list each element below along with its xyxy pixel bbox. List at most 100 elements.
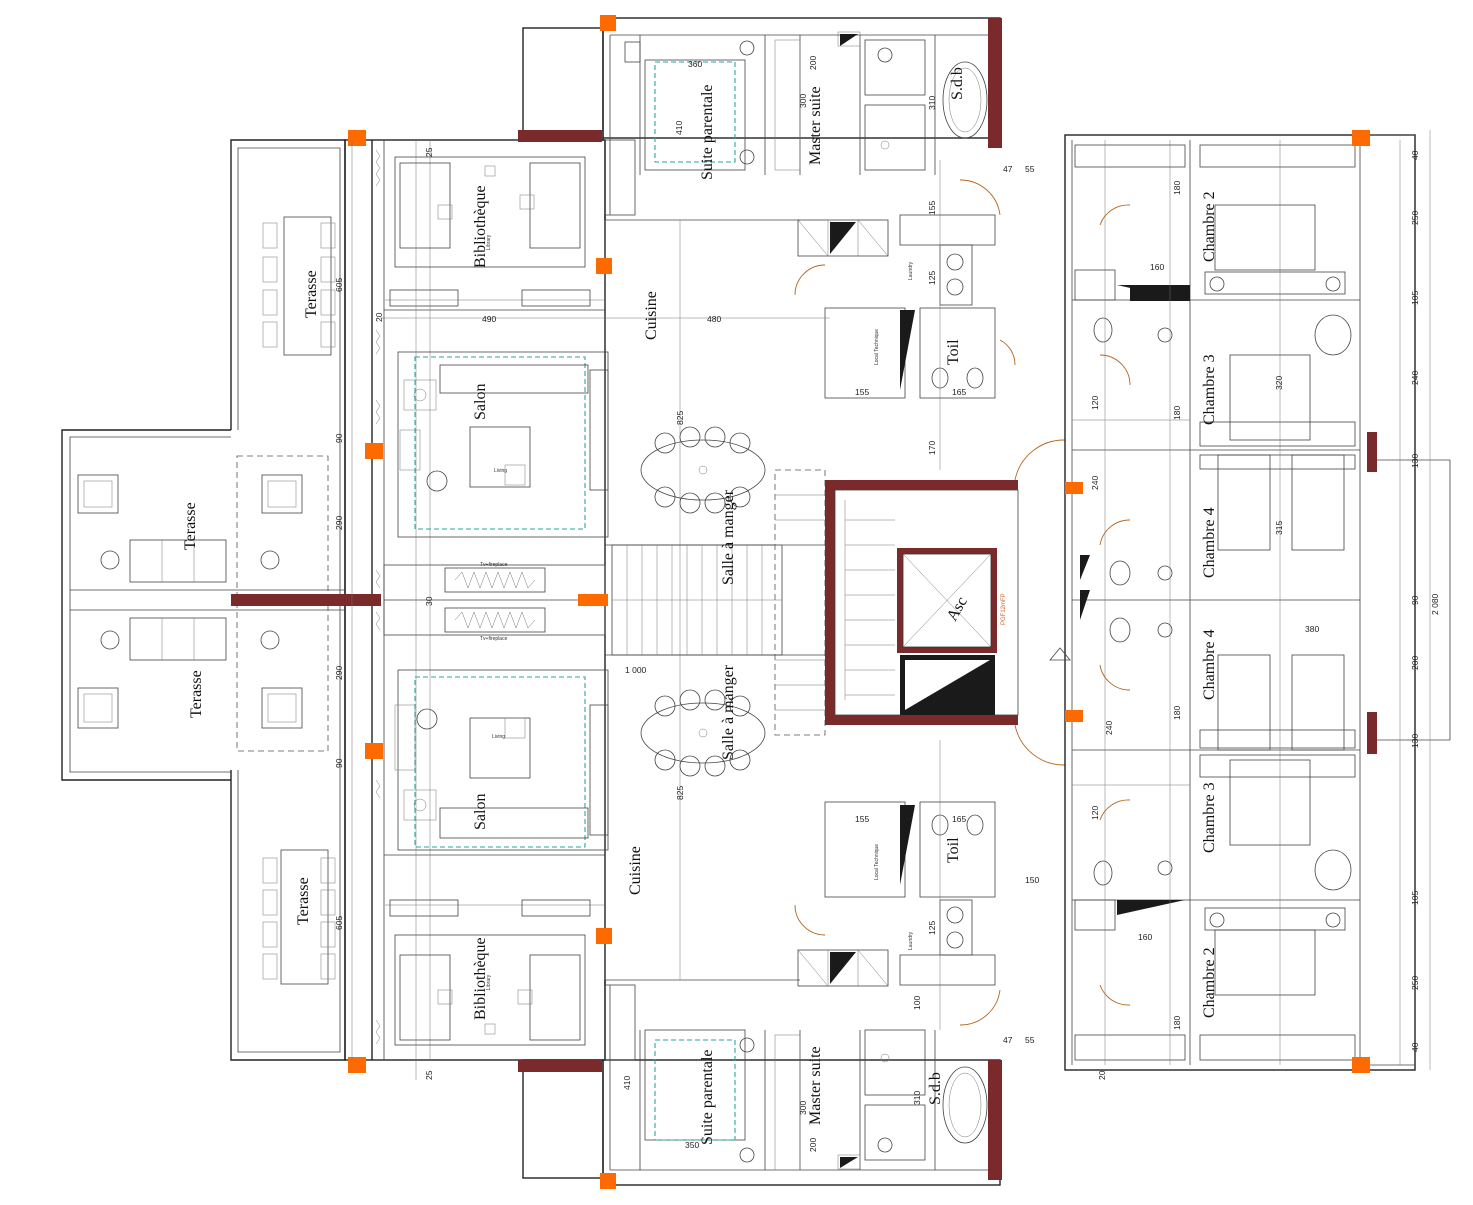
dim-290a: 290 — [334, 516, 344, 530]
dim-310b: 310 — [912, 1091, 922, 1105]
dim-315: 315 — [1274, 521, 1284, 535]
dim-410b: 410 — [622, 1076, 632, 1090]
dim-605b: 605 — [334, 916, 344, 930]
dining-table-top — [640, 426, 766, 514]
dim-350: 350 — [685, 1140, 699, 1150]
room-label-salle-top: Salle à manger — [720, 489, 737, 585]
dim-105b: 105 — [1410, 891, 1420, 905]
terrace-lounge-bottom — [77, 617, 303, 729]
fireplace-bottom — [444, 607, 546, 633]
dim-480: 480 — [707, 314, 721, 324]
label-library-bottom: Library — [486, 974, 492, 990]
dim-150: 150 — [1025, 875, 1039, 885]
room-label-master-top: Master suite — [807, 86, 824, 165]
dim-1000: 1 000 — [625, 665, 647, 675]
label-living-bottom: Living — [492, 734, 505, 740]
dim-240a: 240 — [1090, 476, 1100, 490]
room-label-terasse-top: Terasse — [303, 270, 320, 318]
dim-2080: 2 080 — [1430, 593, 1440, 615]
dim-120a: 120 — [1090, 396, 1100, 410]
room-label-cuisine-bottom: Cuisine — [627, 846, 644, 895]
dim-180c: 180 — [1172, 706, 1182, 720]
room-label-terasse-mid-a: Terasse — [182, 502, 199, 550]
dim-605a: 605 — [334, 278, 344, 292]
room-label-terasse-mid-b: Terasse — [188, 670, 205, 718]
dimension-text: 605 490 480 825 1 000 825 90 290 30 290 … — [334, 56, 1440, 1152]
room-label-chambre2-bottom: Chambre 2 — [1201, 947, 1218, 1018]
dim-165b: 165 — [952, 814, 966, 824]
room-label-salle-bottom: Salle à manger — [720, 664, 737, 760]
dim-380: 380 — [1305, 624, 1319, 634]
room-label-salon-top: Salon — [472, 384, 489, 420]
label-laundry-bottom: Laundry — [908, 931, 914, 950]
dim-180a: 180 — [1172, 181, 1182, 195]
terrace-dining-table-top — [262, 216, 336, 356]
fireplace-top — [444, 567, 546, 593]
room-label-toil-top: Toil — [945, 339, 962, 365]
terrace-dining-table-bottom — [262, 849, 336, 985]
bedroom-furniture — [1199, 144, 1356, 1061]
dim-155b: 155 — [855, 387, 869, 397]
dim-155c: 155 — [855, 814, 869, 824]
door-arcs — [794, 179, 1131, 1026]
dim-90a: 90 — [334, 433, 344, 443]
label-laundry-top: Laundry — [908, 261, 914, 280]
room-label-sdb-bottom: S.d.b — [927, 1072, 944, 1105]
dim-155a: 155 — [927, 201, 937, 215]
dim-20b: 20 — [1097, 1070, 1107, 1080]
dim-130b: 130 — [1410, 734, 1420, 748]
salon-furniture-top — [397, 351, 609, 538]
label-living-top: Living — [494, 468, 507, 474]
dim-125a: 125 — [927, 271, 937, 285]
dim-160b: 160 — [1138, 932, 1152, 942]
library-furniture-top — [389, 156, 591, 307]
dim-47b: 47 — [1003, 1035, 1013, 1045]
structural-columns — [348, 15, 1370, 1189]
room-label-chambre3-top: Chambre 3 — [1201, 354, 1218, 425]
dim-180b: 180 — [1172, 406, 1182, 420]
dim-250b: 250 — [1410, 976, 1420, 990]
dim-105a: 105 — [1410, 291, 1420, 305]
room-label-sdb-top: S.d.b — [949, 67, 966, 100]
room-label-cuisine-top: Cuisine — [643, 291, 660, 340]
room-label-chambre2-top: Chambre 2 — [1201, 191, 1218, 262]
label-tv-fireplace-bottom: Tv+fireplace — [480, 636, 508, 642]
dim-360: 360 — [688, 59, 702, 69]
label-local-technique-top: Local Technique — [874, 329, 880, 365]
room-label-toil-bottom: Toil — [945, 837, 962, 863]
staircase-left — [611, 544, 783, 656]
dim-20a: 20 — [374, 312, 384, 322]
dim-290b: 290 — [334, 666, 344, 680]
dim-120b: 120 — [1090, 806, 1100, 820]
central-core — [825, 480, 1019, 725]
dim-55a: 55 — [1025, 164, 1035, 174]
label-local-technique-bottom: Local Technique — [874, 844, 880, 880]
room-label-suite-top: Suite parentale — [699, 84, 716, 180]
dim-825a: 825 — [675, 411, 685, 425]
dim-250a: 250 — [1410, 211, 1420, 225]
dim-90b: 90 — [334, 758, 344, 768]
dim-40a: 40 — [1410, 150, 1420, 160]
room-label-master-bottom: Master suite — [807, 1046, 824, 1125]
staircase-right — [774, 469, 826, 736]
dim-170: 170 — [927, 441, 937, 455]
dim-55b: 55 — [1025, 1035, 1035, 1045]
dining-table-bottom — [640, 689, 766, 777]
dim-300a: 300 — [798, 94, 808, 108]
dimension-lines — [351, 140, 1401, 1080]
annotation-labels: Living Living Library Library Tv+firepla… — [480, 234, 1007, 990]
dim-825b: 825 — [675, 786, 685, 800]
dim-40b: 40 — [1410, 1042, 1420, 1052]
dim-47a: 47 — [1003, 164, 1013, 174]
dim-25b: 25 — [424, 1070, 434, 1080]
dim-200b: 200 — [808, 1138, 818, 1152]
dim-200a: 200 — [808, 56, 818, 70]
label-pgf: PGF12mFP — [1001, 593, 1007, 625]
room-labels: Terasse Terasse Terasse Terasse Biblioth… — [182, 67, 1218, 1145]
service-block-bottom — [797, 801, 996, 987]
dim-25a: 25 — [424, 147, 434, 157]
dim-240b: 240 — [1104, 721, 1114, 735]
library-furniture-bottom — [389, 899, 591, 1046]
dim-410a: 410 — [674, 121, 684, 135]
dim-160a: 160 — [1150, 262, 1164, 272]
